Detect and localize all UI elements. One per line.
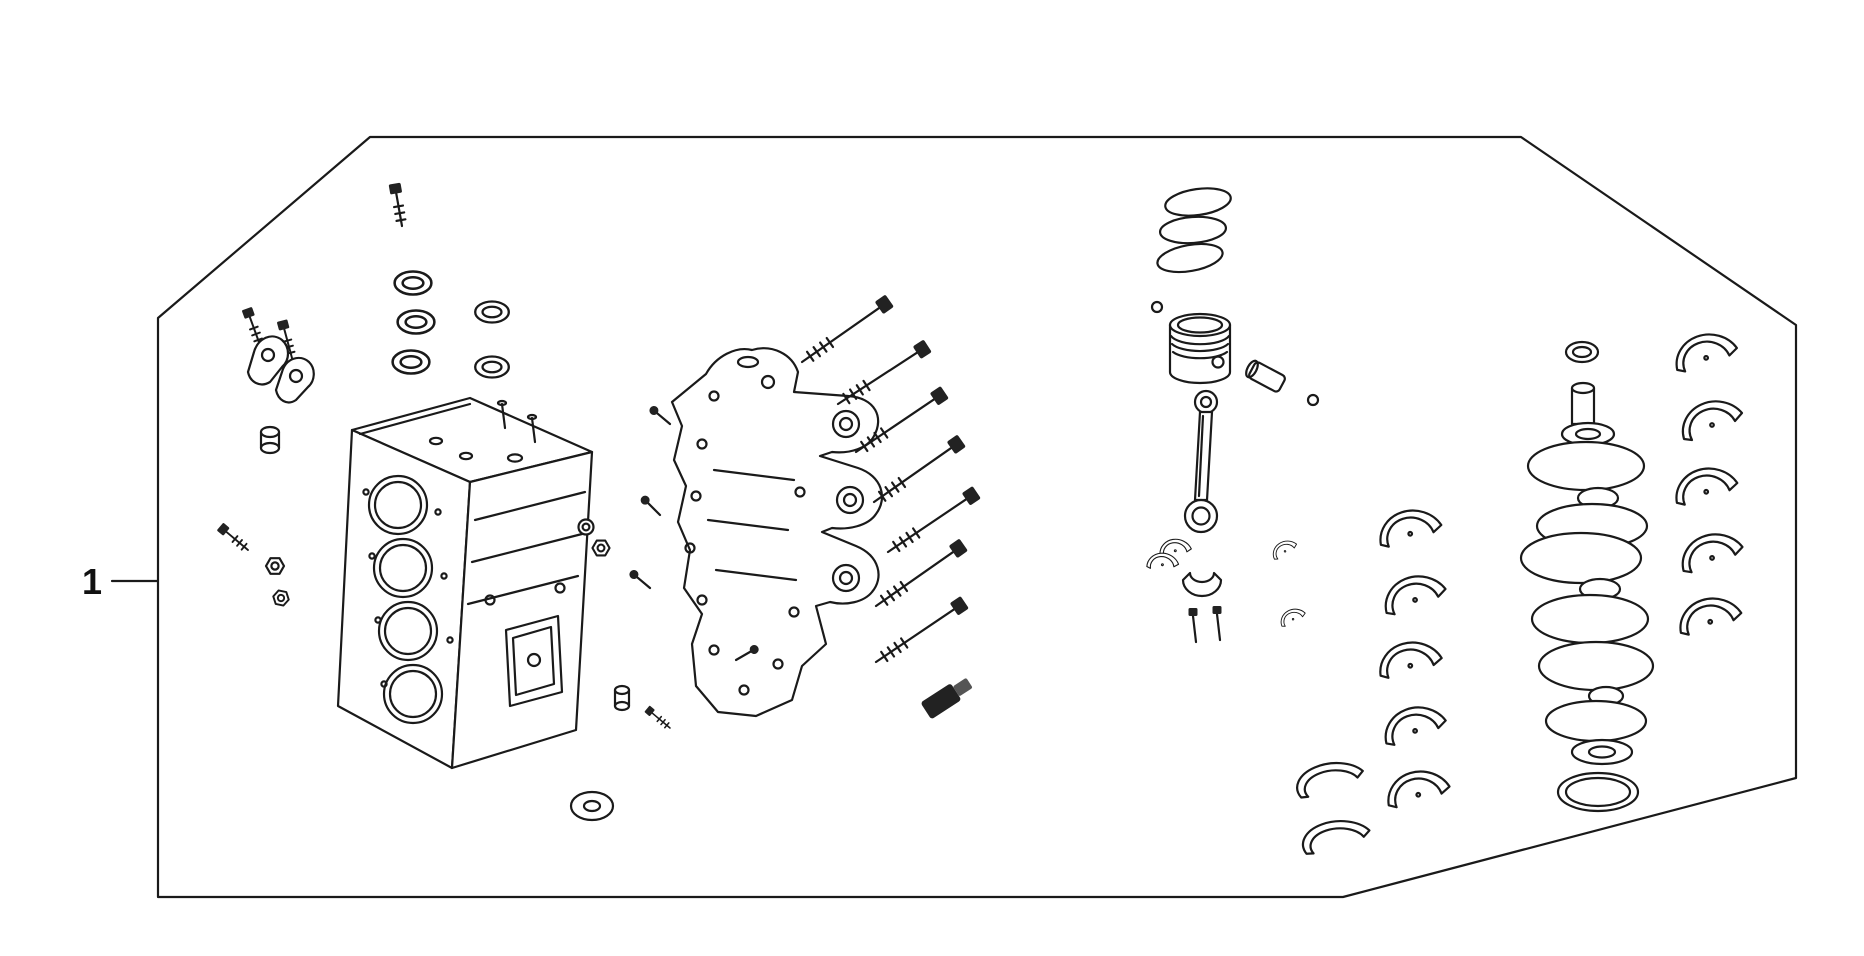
main-bearing-shells-left	[1378, 506, 1453, 815]
oil-seal	[569, 790, 615, 822]
crankshaft-top-ring	[1564, 340, 1600, 364]
piston-pin-clips	[1150, 300, 1320, 407]
connecting-rod-drawing	[1183, 389, 1219, 534]
callout-1[interactable]: 1	[82, 561, 159, 602]
main-bearing-shells-right	[1674, 331, 1744, 641]
crankshaft-drawing	[1519, 381, 1655, 766]
cylinder-block-hardware	[215, 181, 410, 608]
connecting-rod-bolts	[1188, 606, 1222, 644]
crankcase-half-drawing	[626, 347, 884, 718]
kit-boundary	[156, 135, 1798, 899]
callout-1-label[interactable]: 1	[82, 561, 102, 602]
piston-pin	[1245, 359, 1286, 393]
cylinder-block-drawing	[336, 396, 594, 770]
thrust-washers	[1293, 758, 1372, 856]
dowel-pin-hardware	[577, 518, 674, 732]
sensor-plug	[921, 678, 972, 719]
connecting-rod-cap	[1181, 571, 1223, 598]
connecting-rod-bearings	[1145, 535, 1307, 628]
seal-rings	[391, 270, 510, 379]
crankshaft-o-ring	[1556, 771, 1640, 813]
piston-drawing	[1168, 312, 1232, 385]
piston-rings	[1156, 187, 1232, 274]
